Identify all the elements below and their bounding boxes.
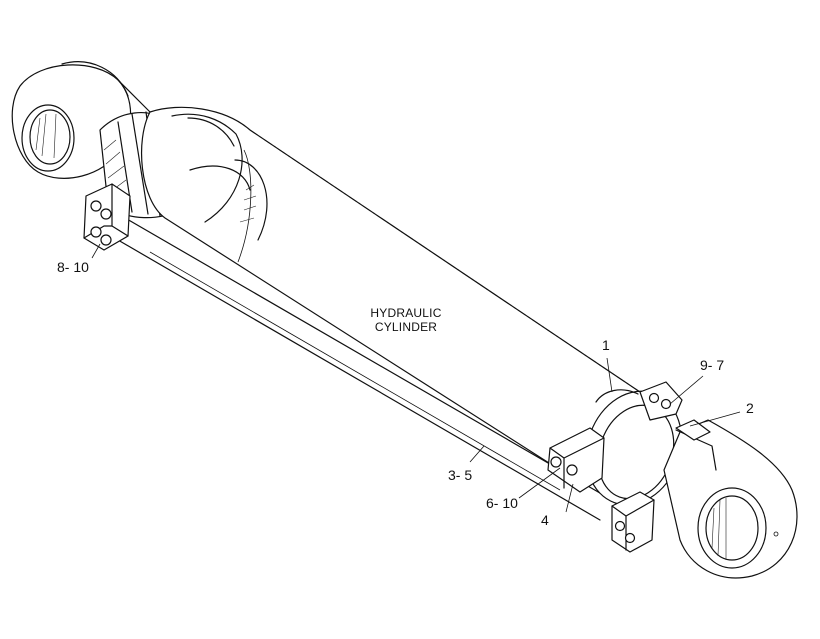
callout-3-5: 3- 5 (448, 467, 472, 483)
title-line-2: CYLINDER (375, 320, 437, 334)
rod-end-block (611, 491, 655, 553)
rod-end-eye (663, 419, 798, 579)
title-line-1: HYDRAULIC (370, 306, 441, 320)
left-mount-block (83, 183, 131, 251)
callout-8-10: 8- 10 (57, 259, 89, 275)
callout-9-7: 9- 7 (700, 357, 724, 373)
callout-1: 1 (602, 337, 610, 353)
diagram-title: HYDRAULIC CYLINDER (370, 306, 441, 334)
leader-lines (91, 243, 741, 513)
piston-rod (117, 214, 613, 521)
callouts: 1 9- 7 2 3- 5 6- 10 4 8- 10 (57, 259, 754, 528)
cylinder-barrel (141, 106, 641, 471)
callout-6-10: 6- 10 (486, 495, 518, 511)
pad-item-2 (675, 419, 711, 441)
clamp-block-lower (547, 427, 605, 493)
callout-4: 4 (541, 512, 549, 528)
callout-2: 2 (746, 400, 754, 416)
